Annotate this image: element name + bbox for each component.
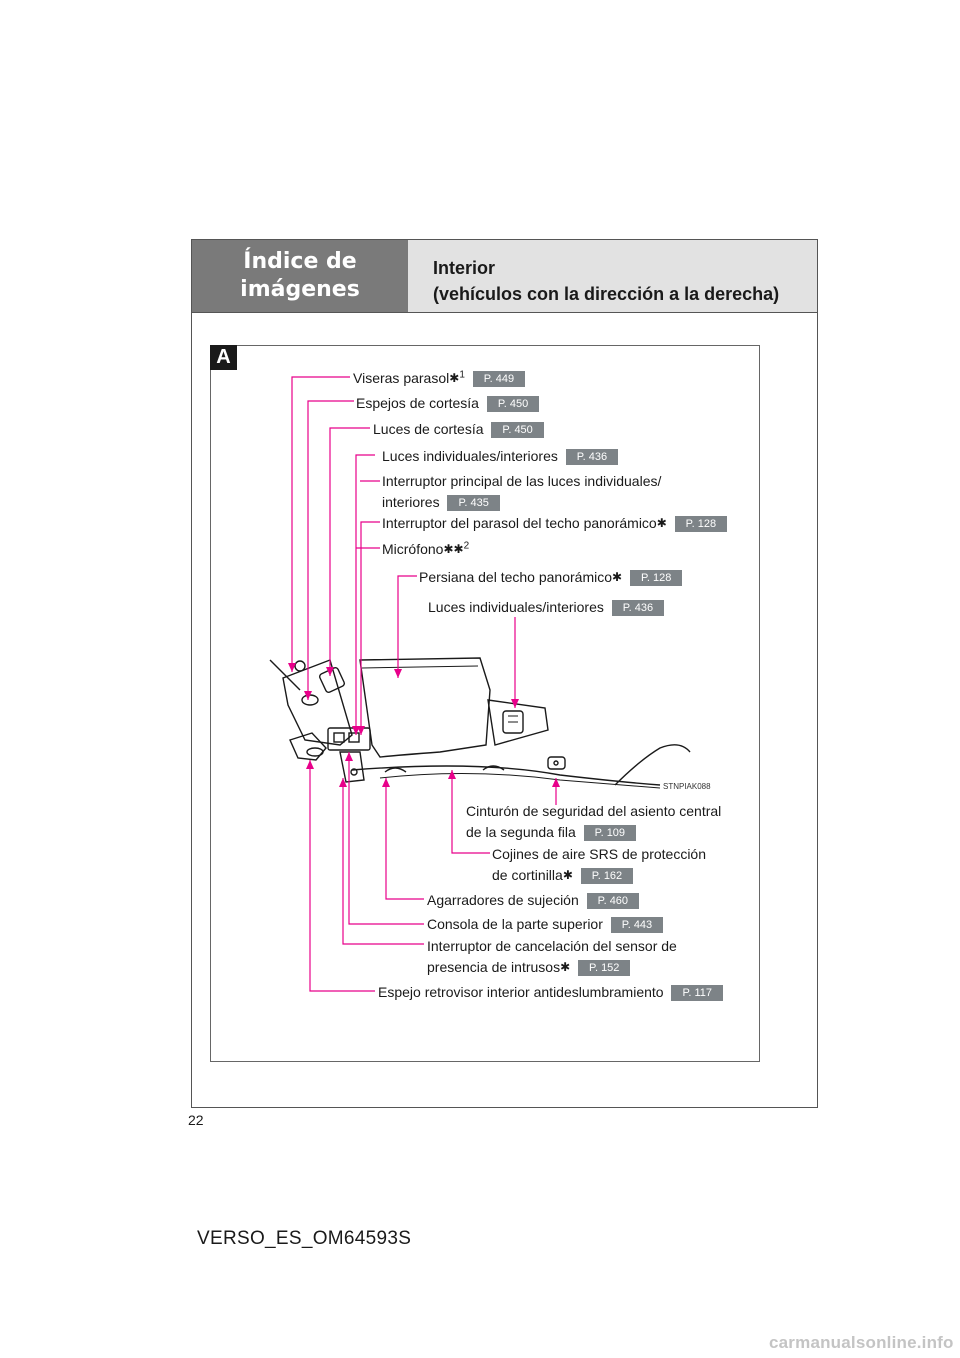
label-agarradores: Agarradores de sujeción P. 460 <box>427 891 640 909</box>
label-text: Cinturón de seguridad del asiento centra… <box>466 803 722 819</box>
label-espejo-retrovisor: Espejo retrovisor interior antideslumbra… <box>378 983 724 1001</box>
section-tab-line1: Índice de <box>243 249 357 274</box>
label-espejos-cortesia: Espejos de cortesía P. 450 <box>356 394 540 412</box>
asterisk: ✱ <box>612 570 623 584</box>
page-ref: P. 443 <box>610 917 664 933</box>
label-text: Interruptor del parasol del techo panorá… <box>382 515 657 531</box>
label-text: Espejo retrovisor interior antideslumbra… <box>378 984 664 1000</box>
figure-panel <box>210 345 760 1062</box>
label-interruptor-principal: Interruptor principal de las luces indiv… <box>382 472 661 511</box>
page-ref: P. 128 <box>674 516 728 532</box>
page-number: 22 <box>188 1112 204 1128</box>
page-ref: P. 152 <box>578 960 631 976</box>
footnote-ref: 1 <box>459 369 465 381</box>
asterisk: ✱ <box>656 516 667 530</box>
page-ref: P. 162 <box>580 868 634 884</box>
label-text: Espejos de cortesía <box>356 395 479 411</box>
page-ref: P. 450 <box>486 396 540 412</box>
label-cojines-aire: Cojines de aire SRS de protección de cor… <box>492 845 706 884</box>
label-interruptor-cancelacion: Interruptor de cancelación del sensor de… <box>427 937 677 976</box>
label-microfono: Micrófono✱✱2 <box>382 540 469 558</box>
label-text: Consola de la parte superior <box>427 916 603 932</box>
label-text: Luces individuales/interiores <box>382 448 558 464</box>
page-ref: P. 128 <box>629 570 683 586</box>
page-ref: P. 449 <box>472 371 526 387</box>
page-ref: P. 117 <box>671 985 724 1001</box>
label-text: Viseras parasol <box>353 370 450 386</box>
document-code: VERSO_ES_OM64593S <box>197 1228 412 1249</box>
label-text-2: presencia de intrusos <box>427 959 561 975</box>
label-luces-individuales-1: Luces individuales/interiores P. 436 <box>382 447 619 465</box>
label-text: Luces individuales/interiores <box>428 599 604 615</box>
page-title: Interior (vehículos con la dirección a l… <box>408 240 817 312</box>
label-text-2: de la segunda fila <box>466 824 576 840</box>
page-title-line2: (vehículos con la dirección a la derecha… <box>433 284 780 304</box>
page-ref: P. 450 <box>491 422 544 438</box>
asterisk: ✱ <box>560 960 571 974</box>
asterisk: ✱ <box>453 542 464 556</box>
label-text: Micrófono <box>382 541 444 557</box>
page-ref: P. 109 <box>583 825 637 841</box>
page-ref: P. 436 <box>611 600 665 616</box>
page-ref: P. 435 <box>447 495 500 511</box>
page-ref: P. 460 <box>586 893 640 909</box>
label-text: Agarradores de sujeción <box>427 892 579 908</box>
label-luces-cortesia: Luces de cortesía P. 450 <box>373 420 544 438</box>
asterisk: ✱ <box>562 868 573 882</box>
label-text: Persiana del techo panorámico <box>419 569 613 585</box>
label-persiana-techo: Persiana del techo panorámico✱ P. 128 <box>419 568 683 586</box>
label-cinturon: Cinturón de seguridad del asiento centra… <box>466 802 721 841</box>
label-text: Interruptor de cancelación del sensor de <box>427 938 677 954</box>
section-tab: Índice de imágenes <box>192 240 408 312</box>
label-viseras-parasol: Viseras parasol✱1 P. 449 <box>353 369 526 387</box>
asterisk: ✱ <box>443 542 454 556</box>
section-tab-line2: imágenes <box>240 277 360 302</box>
page-frame <box>191 239 818 1108</box>
watermark: carmanualsonline.info <box>769 1333 954 1352</box>
page-title-line1: Interior <box>433 258 496 278</box>
page-header: Índice de imágenes Interior (vehículos c… <box>192 240 817 313</box>
page-ref: P. 436 <box>565 449 619 465</box>
label-text: Cojines de aire SRS de protección <box>492 846 707 862</box>
label-text: Luces de cortesía <box>373 421 484 437</box>
figure-badge: A <box>210 345 237 370</box>
label-interruptor-parasol: Interruptor del parasol del techo panorá… <box>382 514 728 532</box>
label-text-2: de cortinilla <box>492 867 563 883</box>
footnote-ref: 2 <box>463 540 470 552</box>
figure-code: STNPIAK088 <box>663 782 711 791</box>
label-luces-individuales-2: Luces individuales/interiores P. 436 <box>428 598 665 616</box>
asterisk: ✱ <box>449 371 460 385</box>
label-text: Interruptor principal de las luces indiv… <box>382 473 662 489</box>
label-consola: Consola de la parte superior P. 443 <box>427 915 664 933</box>
label-text-2: interiores <box>382 494 440 510</box>
